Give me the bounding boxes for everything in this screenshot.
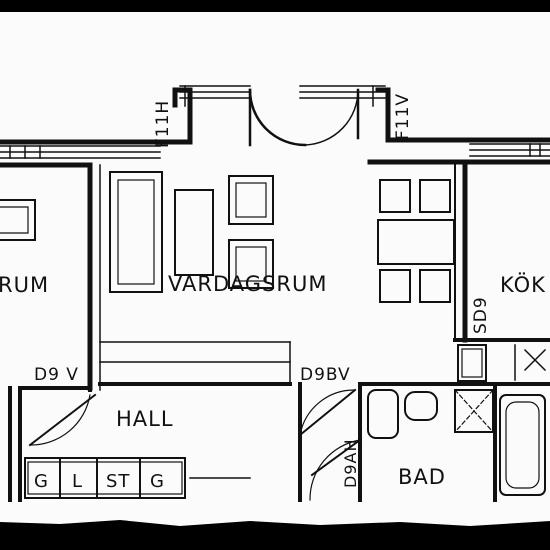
code-d9v: D9 V — [34, 365, 79, 385]
window-top — [179, 85, 386, 107]
code-f11h: F11H — [153, 100, 173, 148]
kitchen-furniture — [377, 164, 456, 341]
kitchen-units — [457, 344, 547, 382]
bottom-torn-edge — [0, 520, 550, 550]
code-d9ah: D9AH — [341, 439, 360, 488]
closet-row — [24, 457, 251, 499]
code-f11v: F11V — [393, 93, 413, 140]
label-kok: KÖK — [500, 272, 546, 297]
top-black-band — [0, 0, 550, 12]
window-left — [0, 145, 161, 159]
balcony-door — [248, 88, 360, 147]
label-vardagsrum: VARDAGSRUM — [168, 272, 327, 296]
closet-label: ST — [106, 471, 130, 492]
closet-label: G — [34, 471, 49, 492]
code-d9bv: D9BV — [300, 365, 351, 385]
code-sd9: SD9 — [471, 296, 491, 334]
label-bad: BAD — [398, 465, 446, 489]
hall-door-right — [298, 388, 357, 437]
outer-walls — [0, 87, 550, 391]
closet-label: G — [150, 471, 165, 492]
label-rum: RUM — [0, 273, 49, 297]
living-furniture — [109, 171, 274, 293]
hall-door-left — [28, 393, 97, 447]
closet-label: L — [72, 471, 83, 492]
window-right — [469, 143, 550, 157]
inner-walls — [8, 163, 550, 502]
rum-furniture — [0, 199, 36, 241]
bath-fixtures — [367, 389, 546, 496]
bath-door — [309, 438, 362, 501]
label-hall: HALL — [116, 407, 174, 431]
